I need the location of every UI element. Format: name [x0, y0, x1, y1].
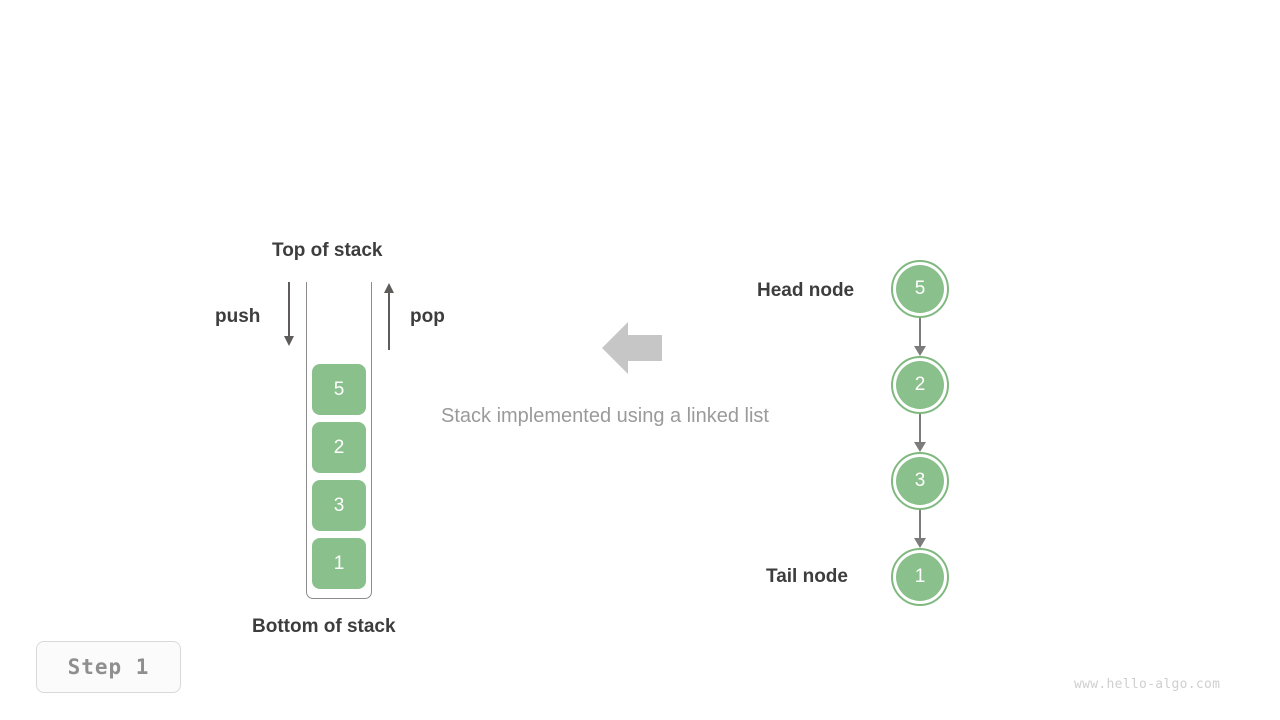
linked-list-node: 3	[891, 452, 949, 510]
step-badge: Step 1	[36, 641, 181, 693]
linked-list-node: 2	[891, 356, 949, 414]
linked-list-link-shaft	[919, 510, 922, 540]
head-node-label: Head node	[757, 280, 855, 301]
linked-list-link-shaft	[919, 318, 922, 348]
pop-label: pop	[410, 306, 445, 327]
linked-list-node: 5	[891, 260, 949, 318]
tail-node-label: Tail node	[766, 566, 848, 587]
linked-list-node-value: 3	[896, 457, 944, 505]
push-arrow-shaft	[288, 282, 290, 340]
stack-item: 3	[312, 480, 366, 531]
linked-list-node-value: 5	[896, 265, 944, 313]
arrow-down-icon	[283, 336, 294, 346]
push-label: push	[215, 306, 261, 327]
arrow-left-block-icon	[602, 322, 662, 374]
stack-item: 2	[312, 422, 366, 473]
arrow-up-icon	[383, 283, 394, 293]
arrow-down-icon	[914, 346, 926, 356]
arrow-down-icon	[914, 538, 926, 548]
stack-item-list: 5 2 3 1	[312, 364, 366, 589]
stack-top-label: Top of stack	[272, 240, 383, 261]
linked-list-node: 1	[891, 548, 949, 606]
diagram-caption: Stack implemented using a linked list	[441, 405, 769, 427]
linked-list-node-value: 2	[896, 361, 944, 409]
arrow-down-icon	[914, 442, 926, 452]
pop-arrow-shaft	[388, 292, 390, 350]
stack-bottom-label: Bottom of stack	[252, 616, 396, 637]
linked-list-link-shaft	[919, 414, 922, 444]
stack-item: 1	[312, 538, 366, 589]
watermark: www.hello-algo.com	[1074, 677, 1221, 692]
linked-list-node-value: 1	[896, 553, 944, 601]
stack-item: 5	[312, 364, 366, 415]
